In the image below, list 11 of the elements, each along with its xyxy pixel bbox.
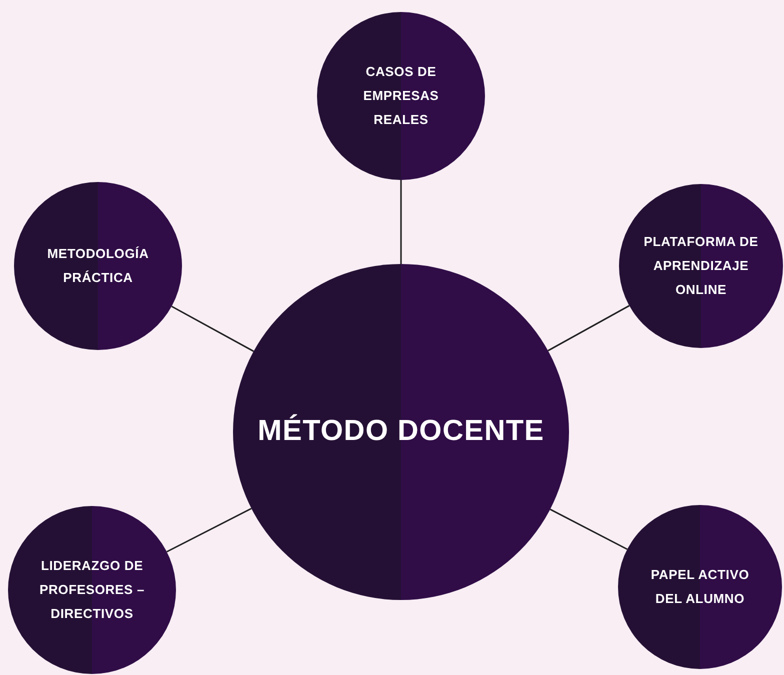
node-label: PLATAFORMA DE APRENDIZAJE ONLINE [642, 233, 760, 299]
connector-line [400, 180, 402, 264]
node-label: LIDERAZGO DE PROFESORES – DIRECTIVOS [38, 557, 146, 623]
node-label: CASOS DE EMPRESAS REALES [362, 63, 440, 129]
connector-line [550, 508, 628, 550]
connector-line [166, 508, 252, 552]
connector-line [548, 305, 630, 352]
node-label: PAPEL ACTIVO DEL ALUMNO [650, 566, 750, 608]
node-label: MÉTODO DOCENTE [258, 413, 544, 450]
node-label: METODOLOGÍA PRÁCTICA [46, 245, 150, 287]
connector-line [171, 306, 254, 352]
